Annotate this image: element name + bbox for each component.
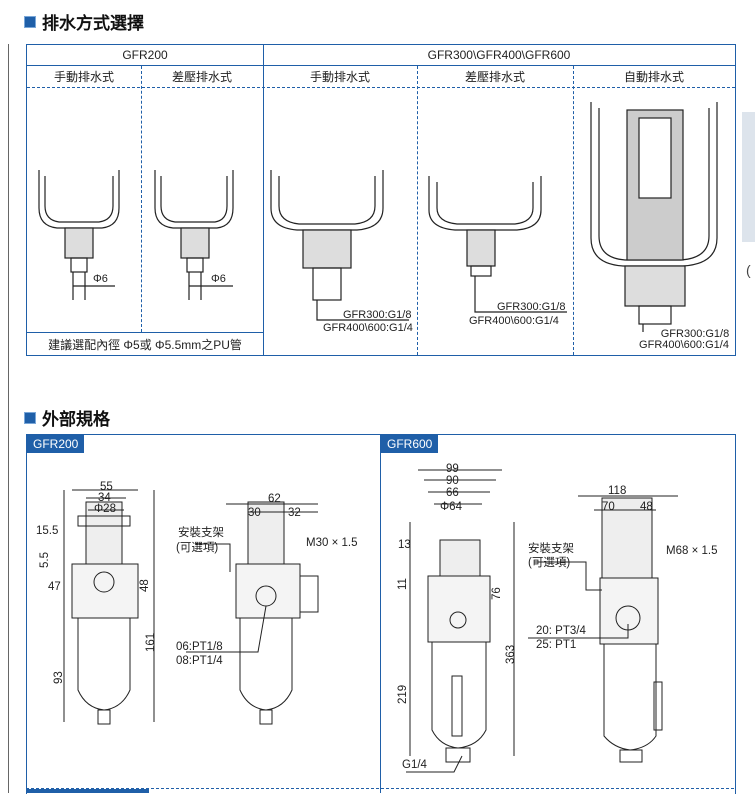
col-divider xyxy=(573,66,574,355)
label-phi6-b: Φ6 xyxy=(211,273,226,285)
dim-118: 118 xyxy=(608,485,626,497)
group-gfr200: GFR200 xyxy=(122,48,168,62)
col-divider xyxy=(141,66,142,332)
dim-161: 161 xyxy=(145,633,157,652)
col-divider xyxy=(417,66,418,355)
tag-gfr200: GFR200 xyxy=(27,435,85,453)
port-20: 20: PT3/4 xyxy=(536,625,586,637)
col-header-1: 手動排水式 xyxy=(53,69,114,84)
diff-drain-large xyxy=(428,176,567,313)
dim-99: 99 xyxy=(446,463,459,475)
drain-table: GFR200 GFR300\GFR400\GFR600 手動排水式 差壓排水式 … xyxy=(26,44,736,356)
gfr200-front-view xyxy=(63,489,155,725)
table-rule xyxy=(27,87,735,88)
manual-drain-large xyxy=(270,170,409,321)
tag-gfr600: GFR600 xyxy=(381,435,439,453)
dim-5-5: 5.5 xyxy=(39,552,51,568)
table-rule xyxy=(27,65,735,66)
dim-32: 32 xyxy=(288,507,301,519)
section-drain-heading: 排水方式選擇 xyxy=(24,9,144,34)
bottom-tag-stub xyxy=(27,789,149,793)
thread-m68: M68 × 1.5 xyxy=(666,545,717,557)
spec-bottom-rule xyxy=(26,788,734,789)
dim-phi28: Φ28 xyxy=(94,503,116,515)
dim-phi64: Φ64 xyxy=(440,501,463,513)
port-08: 08:PT1/4 xyxy=(176,655,223,667)
label-phi6-a: Φ6 xyxy=(93,273,108,285)
auto-drain xyxy=(590,102,718,332)
label-c5-l1: GFR300:G1/8 xyxy=(660,328,730,340)
dim-48b: 48 xyxy=(640,501,653,513)
label-c3-l1: GFR300:G1/8 xyxy=(343,309,411,321)
dim-66: 66 xyxy=(446,487,459,499)
col-header-5: 自動排水式 xyxy=(623,69,684,84)
group-gfr-large: GFR300\GFR400\GFR600 xyxy=(427,48,571,62)
dim-34: 34 xyxy=(98,492,111,504)
spec-frame xyxy=(26,434,736,794)
bracket-label-3: 安裝支架 xyxy=(528,541,574,555)
heading-bullet-icon xyxy=(24,15,36,28)
dim-55: 55 xyxy=(100,481,113,493)
dim-13: 13 xyxy=(398,539,411,551)
gfr600-side-view xyxy=(528,495,678,763)
right-edge-char: ( xyxy=(746,262,751,278)
section-drain-title: 排水方式選擇 xyxy=(42,14,144,33)
dim-93: 93 xyxy=(53,671,65,684)
dim-76: 76 xyxy=(491,587,503,600)
col-header-4: 差壓排水式 xyxy=(464,69,525,84)
dim-90: 90 xyxy=(446,475,459,487)
spec-divider xyxy=(380,434,381,793)
col-divider xyxy=(263,45,264,355)
col-header-2: 差壓排水式 xyxy=(171,69,232,84)
dim-62: 62 xyxy=(268,493,281,505)
label-c4-l2: GFR400\600:G1/4 xyxy=(469,315,559,327)
gfr600-front-view xyxy=(406,469,515,773)
dim-30: 30 xyxy=(248,507,261,519)
port-g1-4: G1/4 xyxy=(402,759,428,771)
port-25: 25: PT1 xyxy=(536,639,576,651)
left-edge-border xyxy=(0,44,9,793)
dim-15-5: 15.5 xyxy=(36,525,58,537)
drain-drawings: Φ6 Φ6 GFR300:G1/8 GFR400\600:G1/4 GFR300… xyxy=(38,102,718,332)
footnote: 建議選配內徑 Φ5或 Φ5.5mm之PU管 xyxy=(48,337,242,352)
port-06: 06:PT1/8 xyxy=(176,641,223,653)
dim-363: 363 xyxy=(505,645,517,664)
spec-drawings: 55 34 Φ28 15.5 5.5 47 48 161 93 62 30 32… xyxy=(36,463,717,773)
dim-48: 48 xyxy=(139,579,151,592)
section-spec-heading: 外部規格 xyxy=(24,405,110,430)
dim-11: 11 xyxy=(397,578,409,590)
bracket-label-4: (可選項) xyxy=(528,556,570,569)
label-c3-l2: GFR400\600:G1/4 xyxy=(323,322,413,332)
section-spec-title: 外部規格 xyxy=(42,410,110,429)
dim-219: 219 xyxy=(397,685,409,704)
label-c4-l1: GFR300:G1/8 xyxy=(497,301,565,313)
table-rule xyxy=(27,332,263,333)
right-edge-tab xyxy=(742,112,755,242)
dim-47: 47 xyxy=(48,581,61,593)
dim-70: 70 xyxy=(602,501,615,513)
label-c5-l2: GFR400\600:G1/4 xyxy=(639,339,729,351)
diff-drain-gfr200 xyxy=(154,170,234,300)
bracket-label-1: 安裝支架 xyxy=(178,525,224,539)
bracket-label-2: (可選項) xyxy=(176,541,218,554)
gfr200-side-view xyxy=(186,501,319,725)
heading-bullet-icon xyxy=(24,411,36,424)
thread-m30: M30 × 1.5 xyxy=(306,537,357,549)
manual-drain-gfr200 xyxy=(38,170,120,300)
col-header-3: 手動排水式 xyxy=(309,69,370,84)
